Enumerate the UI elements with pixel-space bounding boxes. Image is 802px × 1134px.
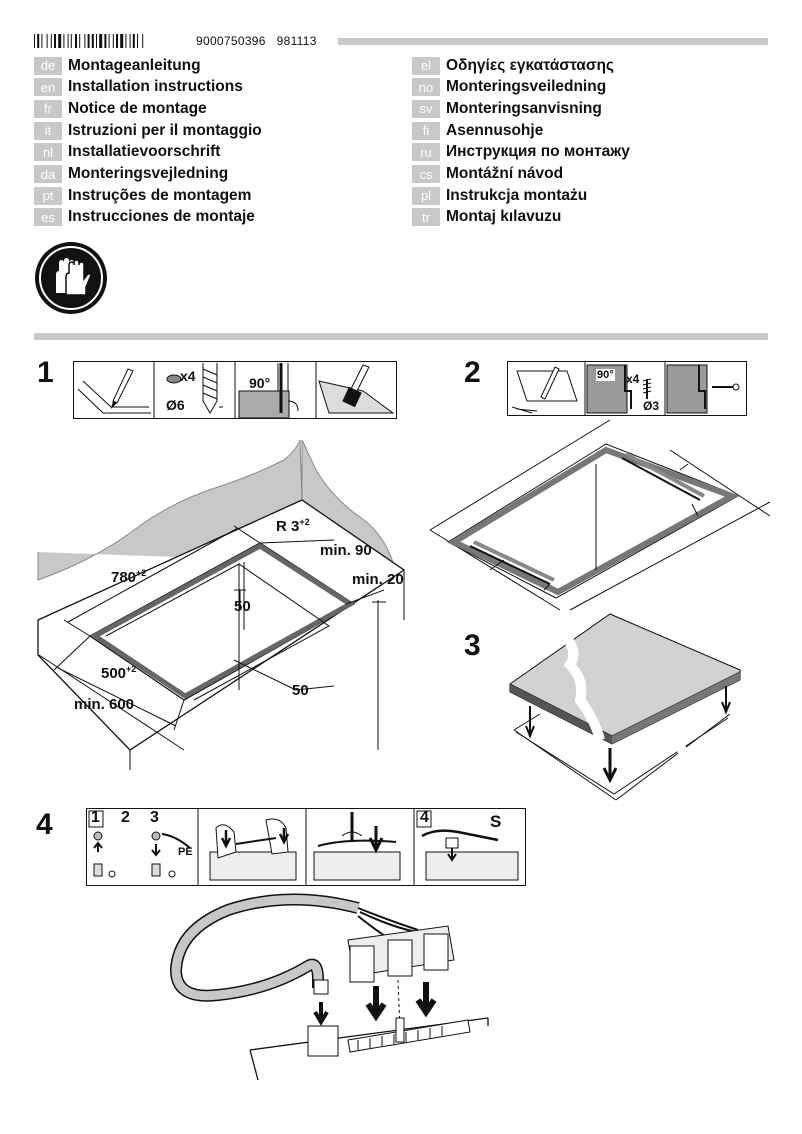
language-code: de [34, 56, 62, 75]
step-1-cutout-diagram [37, 439, 406, 770]
language-code: pl [412, 186, 440, 205]
section-divider [34, 333, 768, 340]
language-label: Instruções de montagem [68, 186, 252, 204]
language-item-es: es Instrucciones de montaje [34, 208, 255, 227]
language-item-fi: fi Asennusohje [412, 121, 543, 140]
step-2-tool-strip [507, 361, 747, 416]
language-item-it: it Istruzioni per il montaggio [34, 121, 262, 140]
language-item-pl: pl Instrukcja montażu [412, 186, 587, 205]
language-item-fr: fr Notice de montage [34, 99, 207, 118]
header-divider [338, 38, 768, 45]
document-number: 9000750396 981113 [196, 34, 317, 48]
language-label: Notice de montage [68, 99, 207, 117]
language-code: fr [34, 99, 62, 118]
step-4-sub-4: 4 [420, 809, 429, 826]
step-2-angle-label: 90° [596, 369, 615, 381]
language-item-nl: nl Installatievoorschrift [34, 143, 220, 162]
language-item-sv: sv Monteringsanvisning [412, 99, 602, 118]
step-1-tool-strip [73, 361, 397, 419]
language-item-da: da Monteringsvejledning [34, 165, 228, 184]
language-item-de: de Montageanleitung [34, 56, 201, 75]
language-item-en: en Installation instructions [34, 78, 243, 97]
step-4-wiring-diagram [169, 893, 489, 1081]
step-1-50-inner-label: 50 [234, 598, 251, 615]
step-1-angle-label: 90° [249, 375, 271, 391]
language-label: Asennusohje [446, 121, 544, 139]
gloves-icon [35, 242, 107, 314]
step-2-bracket-diagram [429, 419, 771, 611]
step-4-connection-strip [86, 808, 526, 886]
language-code: tr [412, 208, 440, 227]
language-code: pt [34, 186, 62, 205]
language-item-tr: tr Montaj kılavuzu [412, 208, 561, 227]
language-label: Instrucciones de montaje [68, 208, 255, 226]
step-1-x4-label: x4 [180, 368, 196, 384]
language-label: Instrukcja montażu [446, 186, 588, 204]
language-item-el: el Οδηγίες εγκατάστασης [412, 56, 614, 75]
barcode [34, 34, 144, 48]
step-4-sub-1: 1 [91, 809, 100, 826]
language-label: Installation instructions [68, 78, 243, 96]
step-2-x4-label: x4 [626, 372, 640, 386]
step-4-number: 4 [36, 808, 53, 841]
language-item-cs: cs Montážní návod [412, 165, 563, 184]
step-2-diameter-label: Ø3 [643, 399, 660, 413]
language-code: nl [34, 143, 62, 162]
language-label: Installatievoorschrift [68, 143, 221, 161]
step-1-50-lower-label: 50 [292, 682, 309, 699]
step-1-radius-label: R 3+2 [276, 517, 310, 535]
step-4-s-label: S [490, 812, 502, 831]
step-4-sub-2: 2 [121, 809, 130, 826]
step-4-pe-label: PE [178, 846, 193, 858]
language-code: it [34, 121, 62, 140]
step-1-500-label: 500+2 [101, 664, 137, 682]
language-code: cs [412, 165, 440, 183]
step-1-min600-label: min. 600 [74, 696, 135, 713]
step-1-number: 1 [37, 356, 54, 389]
language-code: ru [412, 143, 440, 162]
step-1-min20-label: min. 20 [352, 571, 404, 588]
language-item-pt: pt Instruções de montagem [34, 186, 251, 205]
language-code: el [412, 56, 440, 75]
language-label: Montážní návod [446, 165, 564, 182]
language-label: Monteringsanvisning [446, 99, 602, 117]
step-2-number: 2 [464, 356, 481, 389]
language-label: Istruzioni per il montaggio [68, 121, 262, 139]
language-label: Monteringsveiledning [446, 78, 607, 96]
language-code: sv [412, 99, 440, 118]
language-code: no [412, 78, 440, 97]
step-1-diameter-label: Ø6 [166, 397, 185, 413]
language-item-ru: ru Инструкция по монтажу [412, 143, 630, 162]
step-4-sub-3: 3 [150, 809, 159, 826]
step-1-min90-label: min. 90 [320, 542, 372, 559]
language-code: da [34, 165, 62, 183]
step-3-hob-insertion-diagram [509, 613, 741, 801]
language-code: es [34, 208, 62, 227]
language-label: Monteringsvejledning [68, 165, 229, 182]
step-1-780-label: 780+2 [111, 568, 147, 586]
language-label: Οδηγίες εγκατάστασης [446, 56, 614, 74]
language-item-no: no Monteringsveiledning [412, 78, 606, 97]
language-label: Инструкция по монтажу [446, 143, 630, 161]
language-code: fi [412, 121, 440, 140]
language-label: Montaj kılavuzu [446, 208, 562, 226]
step-3-number: 3 [464, 629, 481, 662]
language-label: Montageanleitung [68, 56, 201, 74]
language-code: en [34, 78, 62, 97]
